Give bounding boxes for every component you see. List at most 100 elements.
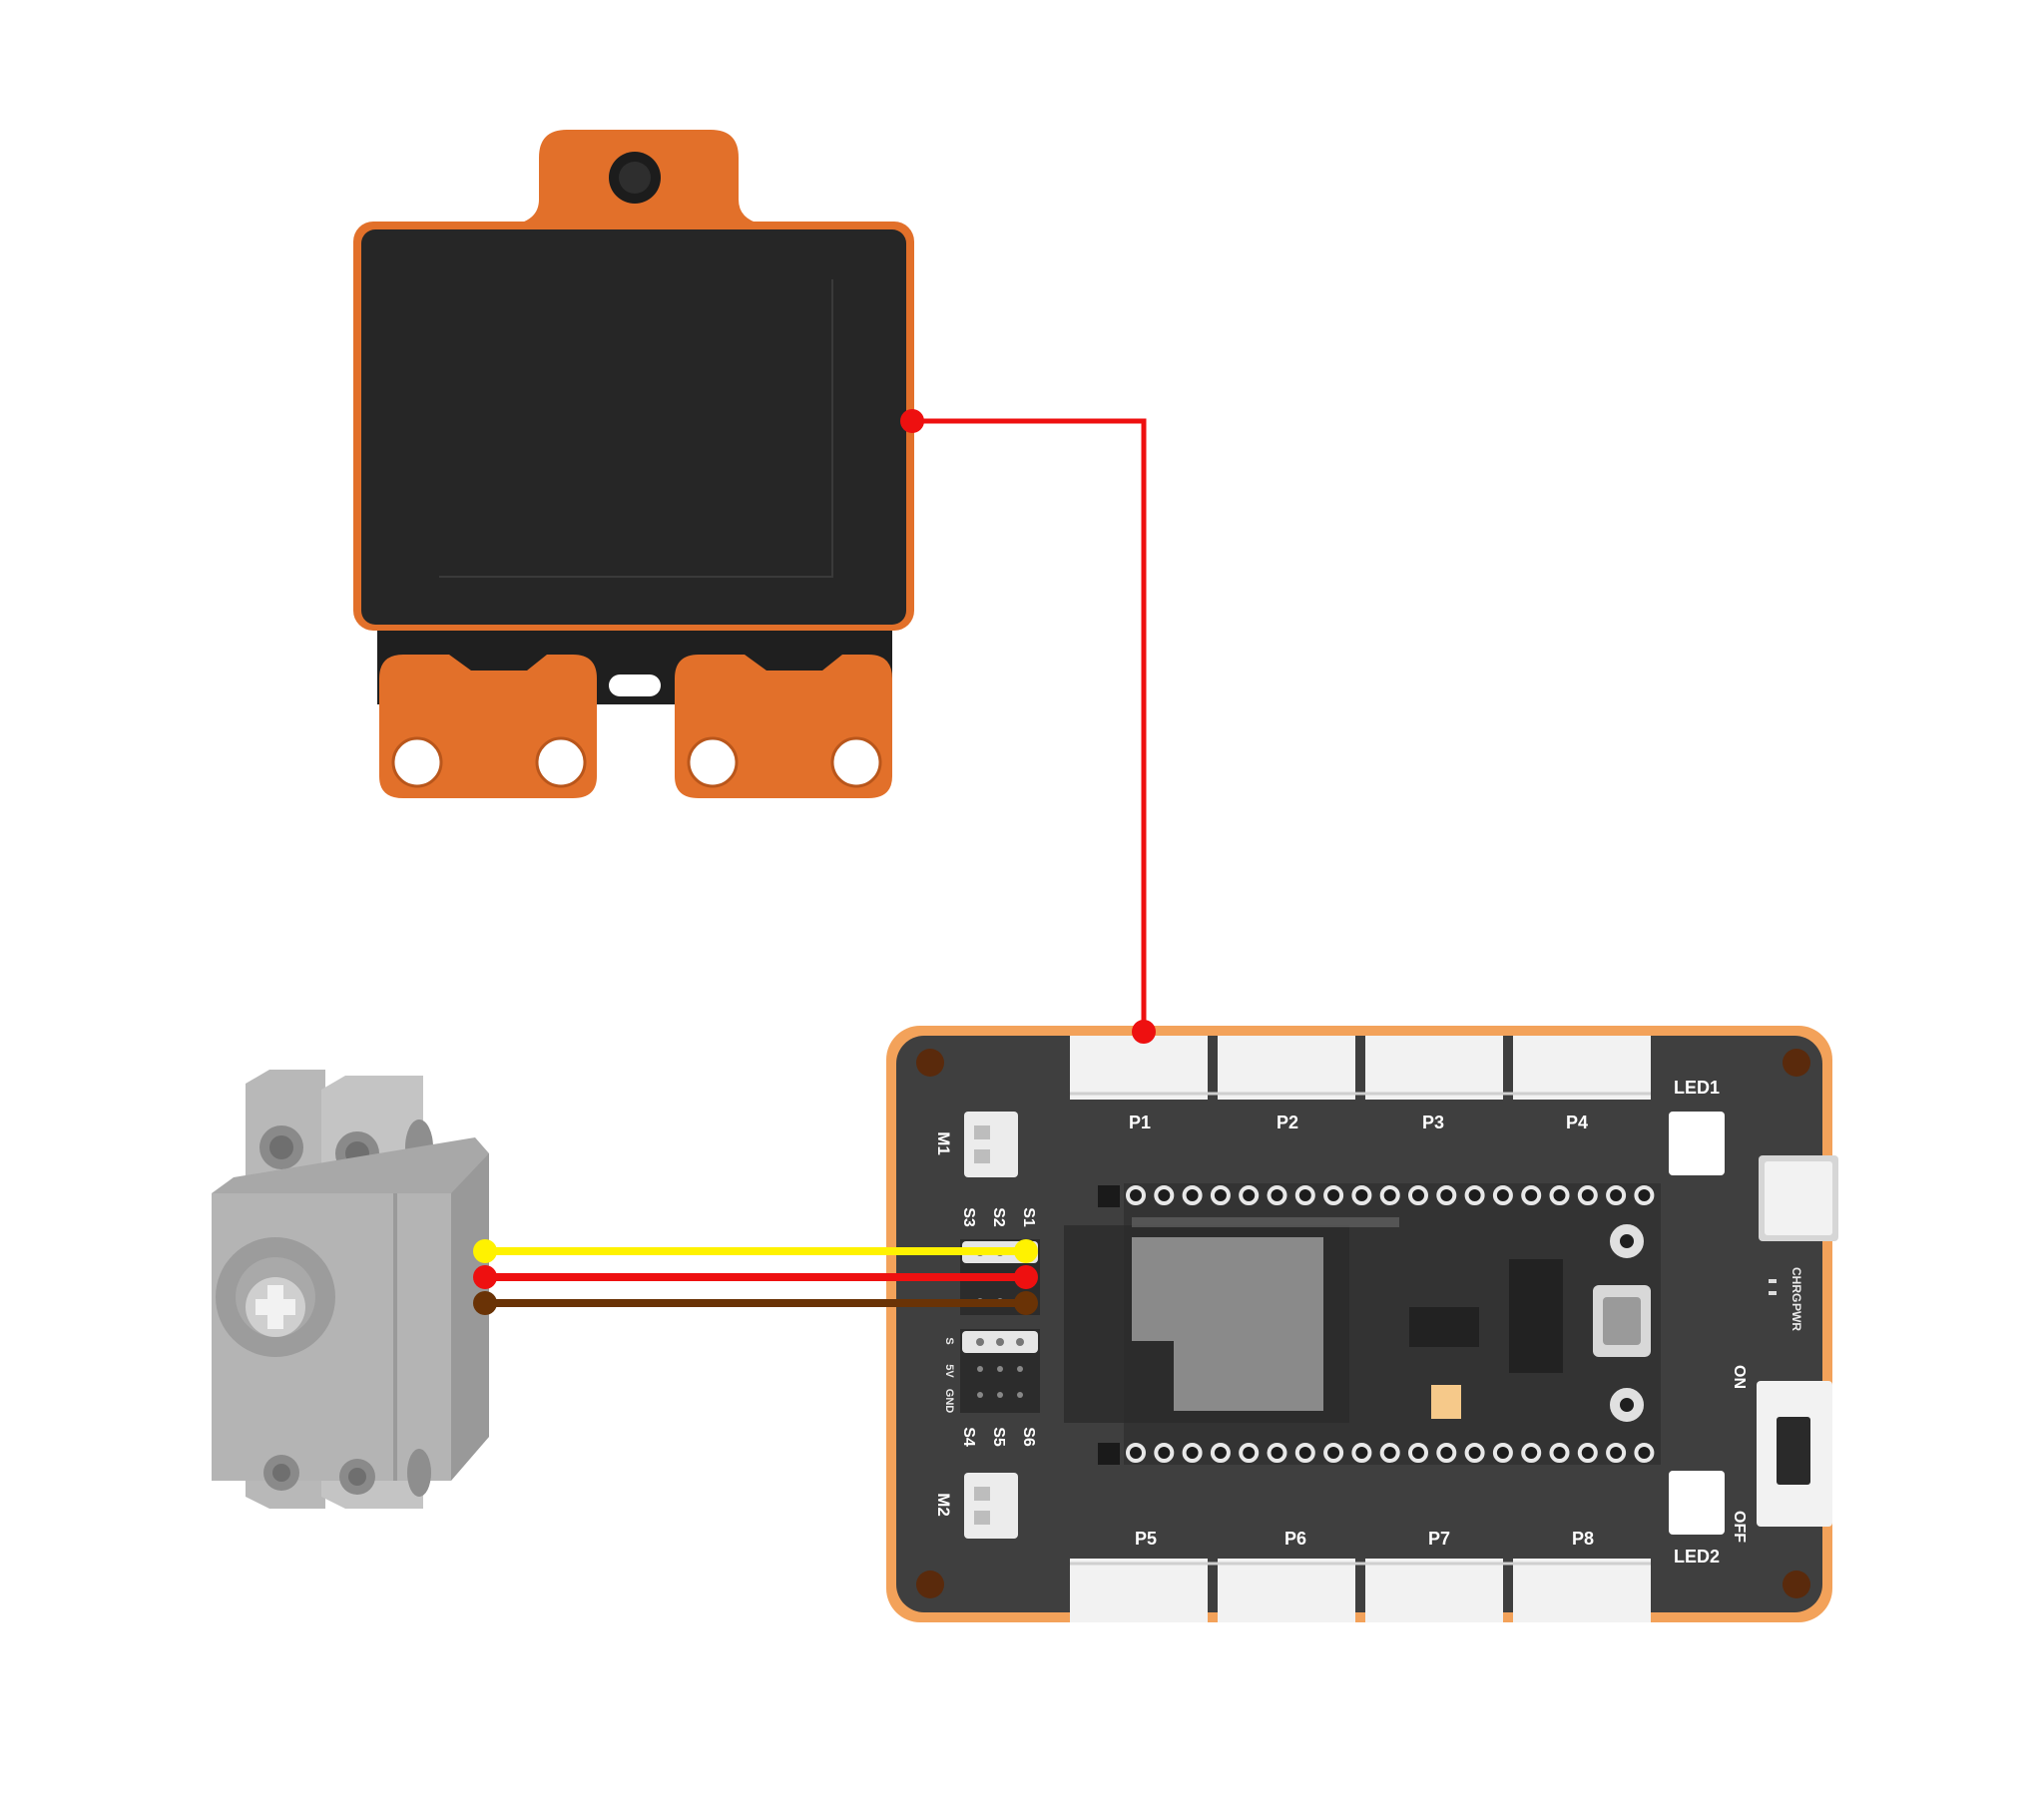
header-pin xyxy=(1577,1185,1598,1205)
header-pin xyxy=(1210,1185,1231,1205)
header-pin xyxy=(1351,1443,1372,1463)
header-pin xyxy=(1634,1443,1655,1463)
header-pin xyxy=(1154,1185,1175,1205)
mount-hole-icon xyxy=(687,736,739,788)
top-port-connectors xyxy=(1070,1036,1651,1100)
header-pin xyxy=(1267,1443,1287,1463)
mount-hole-icon xyxy=(830,736,882,788)
servo-label-s4: S4 xyxy=(960,1427,977,1447)
header-pin xyxy=(1549,1185,1570,1205)
servo-label-s5: S5 xyxy=(990,1427,1007,1447)
header-pin xyxy=(1464,1443,1485,1463)
header-pin xyxy=(1294,1185,1315,1205)
port-label-p7: P7 xyxy=(1428,1529,1450,1549)
header-pin xyxy=(1210,1443,1231,1463)
header-pin xyxy=(1126,1185,1146,1205)
power-switch[interactable] xyxy=(1757,1381,1832,1527)
servo-label-s2: S2 xyxy=(990,1207,1007,1227)
header-pin xyxy=(1182,1185,1203,1205)
motor-connector-m1[interactable] xyxy=(964,1112,1018,1177)
mount-hole-icon xyxy=(391,736,443,788)
boot-button-icon[interactable] xyxy=(1610,1224,1644,1258)
servo-cable-to-s1 xyxy=(473,1239,1038,1315)
port-label-p3: P3 xyxy=(1422,1113,1444,1132)
header-pin xyxy=(1492,1443,1513,1463)
pin-row-bottom xyxy=(1126,1443,1655,1463)
motor-connector-m2[interactable] xyxy=(964,1473,1018,1539)
header-pin xyxy=(1492,1185,1513,1205)
port-label-p5: P5 xyxy=(1135,1529,1157,1549)
mount-foot-left xyxy=(379,655,597,798)
header-pin xyxy=(1154,1443,1175,1463)
port-connector-p7[interactable] xyxy=(1365,1559,1503,1622)
mount-foot-right xyxy=(675,655,892,798)
header-pin xyxy=(1606,1443,1627,1463)
port-connector-p4[interactable] xyxy=(1513,1036,1651,1100)
dev-board xyxy=(1098,1183,1661,1465)
header-pin xyxy=(1408,1185,1428,1205)
mount-hole-icon xyxy=(535,736,587,788)
header-pin xyxy=(1436,1185,1457,1205)
reset-button-icon[interactable] xyxy=(1610,1388,1644,1422)
header-pin xyxy=(1577,1443,1598,1463)
pin-label-5v: 5V xyxy=(943,1364,955,1378)
screw-hole-icon xyxy=(1783,1570,1810,1598)
servo-label-s1: S1 xyxy=(1020,1207,1037,1227)
motor-label-m1: M1 xyxy=(934,1131,953,1155)
header-pin xyxy=(1521,1185,1542,1205)
header-pin xyxy=(1267,1185,1287,1205)
header-pin xyxy=(1182,1443,1203,1463)
servo-label-s6: S6 xyxy=(1020,1427,1037,1447)
screw-hole-icon xyxy=(1783,1049,1810,1077)
wire-display-to-p1 xyxy=(900,409,1156,1044)
led2-label: LED2 xyxy=(1674,1547,1720,1567)
screw-hole-icon xyxy=(916,1570,944,1598)
port-label-p8: P8 xyxy=(1572,1529,1594,1549)
header-pin xyxy=(1521,1443,1542,1463)
servo-label-s3: S3 xyxy=(960,1207,977,1227)
port-connector-p6[interactable] xyxy=(1218,1559,1355,1622)
header-pin xyxy=(1549,1443,1570,1463)
port-label-p1: P1 xyxy=(1129,1113,1151,1132)
port-connector-p5[interactable] xyxy=(1070,1559,1208,1622)
led1-indicator xyxy=(1669,1112,1725,1175)
bottom-port-connectors xyxy=(1070,1559,1651,1622)
motor-label-m2: M2 xyxy=(934,1493,953,1517)
port-connector-p1[interactable] xyxy=(1070,1036,1208,1100)
port-connector-p3[interactable] xyxy=(1365,1036,1503,1100)
screw-hole-icon xyxy=(916,1049,944,1077)
header-pin xyxy=(1323,1185,1344,1205)
pin-label-signal: S xyxy=(943,1337,955,1344)
port-label-p2: P2 xyxy=(1277,1113,1298,1132)
switch-label-off: OFF xyxy=(1731,1511,1748,1543)
led1-label: LED1 xyxy=(1674,1078,1720,1098)
header-pin xyxy=(1436,1443,1457,1463)
status-label-pwr: PWR xyxy=(1789,1303,1803,1331)
pin-row-top xyxy=(1126,1185,1655,1205)
pin-label-gnd: GND xyxy=(943,1389,955,1414)
status-label-chrg: CHRG xyxy=(1789,1267,1803,1302)
header-pin xyxy=(1464,1185,1485,1205)
controller-board: P1 P2 P3 P4 P5 P6 P7 P8 M1 M2 S3 S2 S1 xyxy=(886,1026,1838,1622)
header-pin xyxy=(1323,1443,1344,1463)
header-pin xyxy=(1126,1443,1146,1463)
header-pin xyxy=(1351,1185,1372,1205)
header-pin xyxy=(1239,1185,1260,1205)
display-module xyxy=(353,130,914,798)
header-pin xyxy=(1606,1185,1627,1205)
led2-indicator xyxy=(1669,1471,1725,1535)
header-pin xyxy=(1379,1185,1400,1205)
port-connector-p2[interactable] xyxy=(1218,1036,1355,1100)
switch-label-on: ON xyxy=(1731,1365,1748,1389)
header-pin xyxy=(1294,1443,1315,1463)
header-pin xyxy=(1634,1185,1655,1205)
header-pin xyxy=(1379,1443,1400,1463)
port-label-p4: P4 xyxy=(1566,1113,1588,1132)
servo-header-bottom[interactable] xyxy=(960,1329,1040,1413)
port-connector-p8[interactable] xyxy=(1513,1559,1651,1622)
port-label-p6: P6 xyxy=(1284,1529,1306,1549)
header-pin xyxy=(1239,1443,1260,1463)
header-pin xyxy=(1408,1443,1428,1463)
servo-motor xyxy=(212,1070,489,1509)
